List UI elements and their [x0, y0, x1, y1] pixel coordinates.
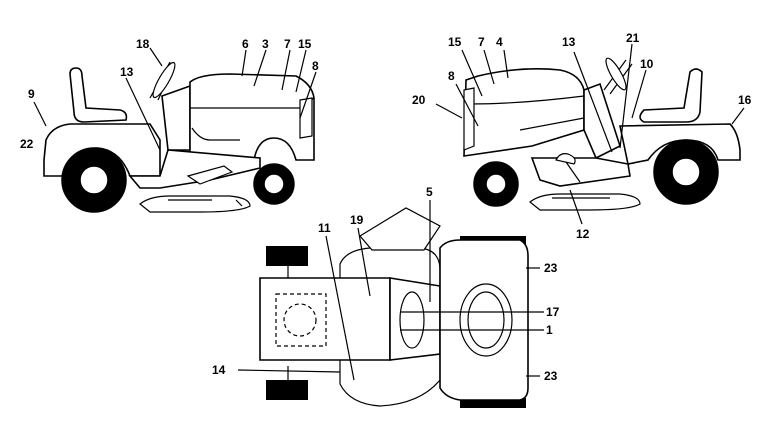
steering-wheel-right — [605, 57, 627, 91]
callout-18: 18 — [136, 37, 150, 51]
callout-labels: 9 22 18 13 6 3 7 15 8 15 7 4 8 20 13 21 … — [20, 31, 752, 383]
callout-7-right: 7 — [478, 35, 485, 49]
dash-panel-left — [161, 84, 191, 151]
rear-tire-bottom — [460, 398, 526, 408]
callout-22: 22 — [20, 137, 34, 151]
tractor-top-view — [259, 207, 529, 408]
top-view-leaders — [237, 200, 544, 381]
callout-3: 3 — [262, 37, 269, 51]
callout-17: 17 — [546, 305, 560, 319]
right-view-leaders — [435, 43, 745, 225]
callout-23-bottom: 23 — [544, 369, 558, 383]
dash-panel-right — [583, 82, 621, 160]
mower-deck-right — [529, 193, 641, 211]
callout-19: 19 — [350, 213, 364, 227]
callout-23-top: 23 — [544, 261, 558, 275]
mower-deck-left — [139, 195, 251, 213]
callout-10: 10 — [640, 57, 654, 71]
seat-left — [69, 67, 128, 123]
callout-11: 11 — [318, 221, 331, 235]
seat-right — [639, 68, 703, 123]
callout-15-right: 15 — [448, 35, 462, 49]
callout-8-right: 8 — [448, 69, 455, 83]
callout-6: 6 — [242, 37, 249, 51]
hood-right — [463, 68, 585, 157]
callout-8-left: 8 — [312, 59, 319, 73]
callout-16: 16 — [738, 93, 752, 107]
hood-top — [259, 277, 391, 361]
front-tire-top-left — [266, 246, 308, 266]
rear-fender-right — [619, 123, 741, 165]
callout-21: 21 — [626, 31, 640, 45]
tractor-right-view — [463, 57, 741, 211]
tractor-left-view — [43, 61, 315, 213]
callout-20: 20 — [412, 93, 426, 107]
callout-12: 12 — [576, 227, 590, 241]
discharge-chute — [359, 207, 441, 251]
callout-13-left: 13 — [120, 65, 134, 79]
callout-4: 4 — [496, 35, 503, 49]
callout-13-right: 13 — [562, 35, 576, 49]
left-view-leaders — [33, 47, 317, 151]
hood-left — [189, 73, 315, 161]
seat-top — [459, 283, 513, 357]
front-tire-bottom-left — [266, 380, 308, 400]
callout-7-left: 7 — [284, 37, 291, 51]
frame-left — [128, 149, 261, 189]
callout-5: 5 — [426, 185, 433, 199]
callout-1: 1 — [546, 323, 553, 337]
frame-right — [530, 157, 631, 187]
callout-9: 9 — [28, 87, 35, 101]
callout-14: 14 — [212, 363, 226, 377]
callout-15-left: 15 — [298, 37, 312, 51]
